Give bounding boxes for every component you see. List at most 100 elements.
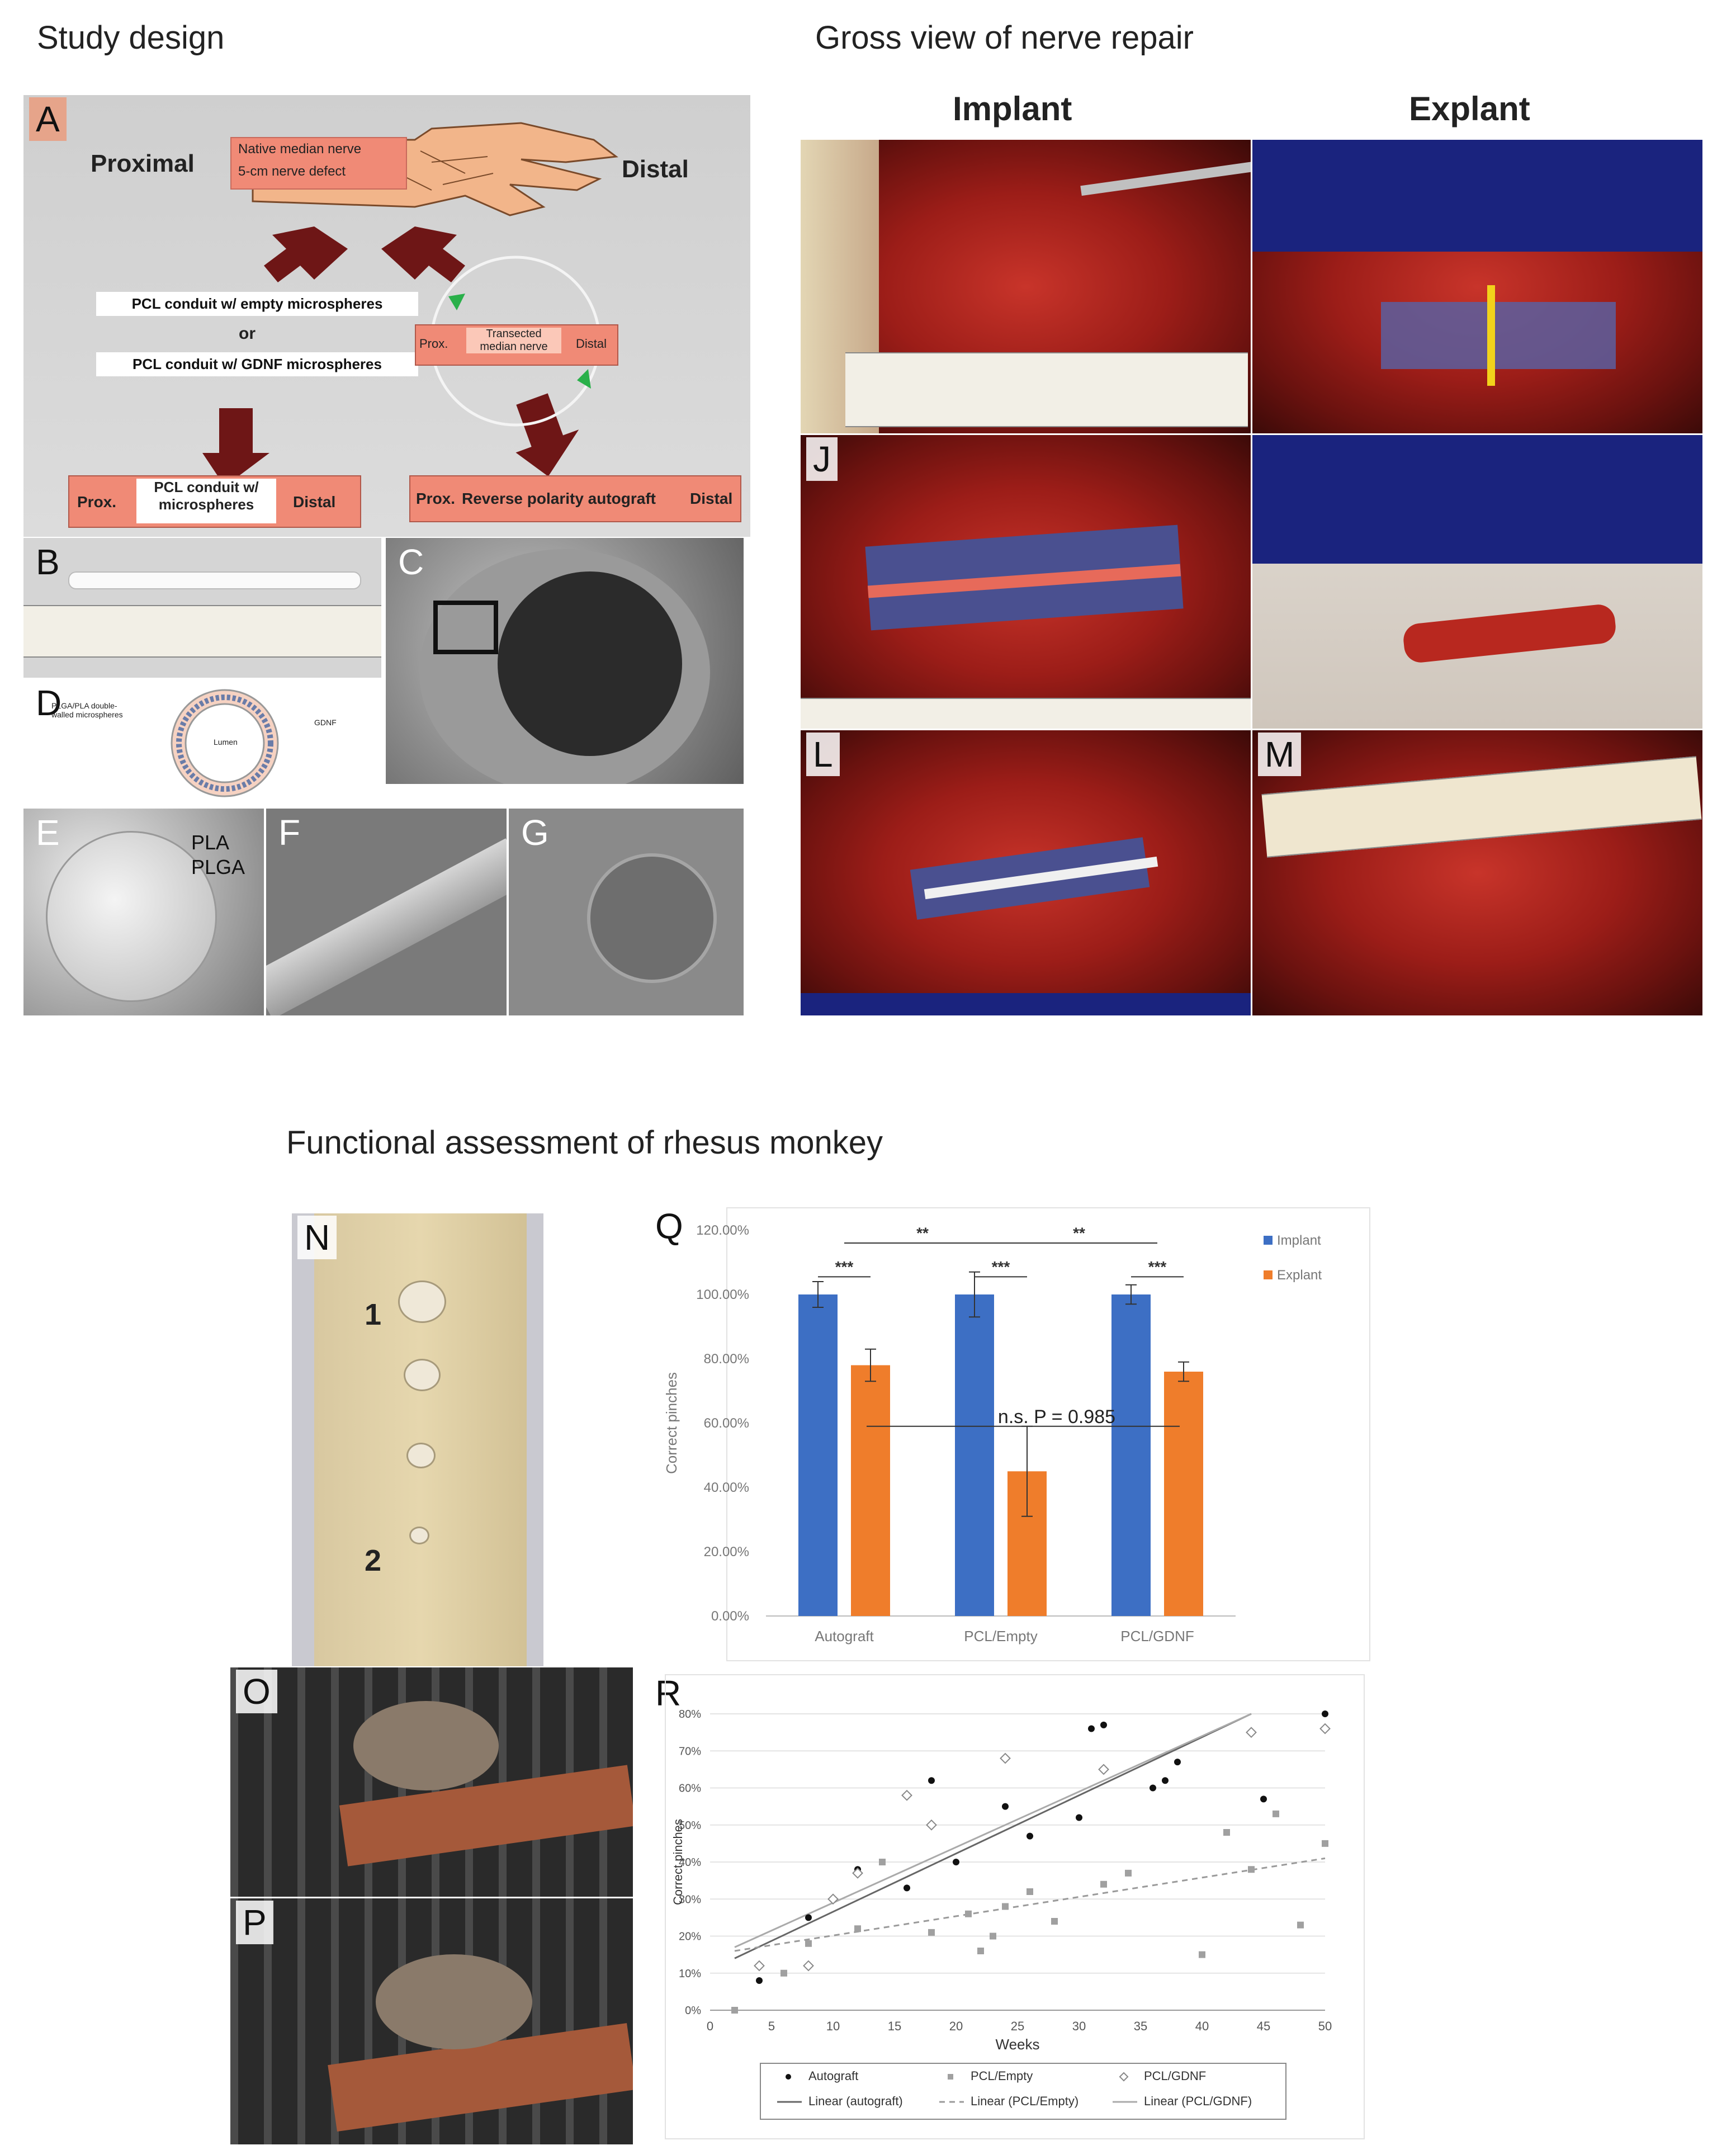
hole-label-2: 2 (365, 1544, 382, 1577)
arrow-result-right (515, 393, 579, 477)
r-ytick-label: 40% (679, 1856, 701, 1869)
q-ytick-label: 60.00% (704, 1416, 749, 1431)
r-xtick-label: 50 (1318, 2019, 1332, 2033)
r-xtick-label: 40 (1195, 2019, 1209, 2033)
q-bar (955, 1294, 994, 1616)
conduit-result-text: PCL conduit w/ microspheres (136, 479, 276, 523)
autograft-result-text: Reverse polarity autograft (462, 490, 656, 507)
q-category-label: PCL/GDNF (1120, 1628, 1194, 1645)
r-ytick-label: 20% (679, 1931, 701, 1943)
panel-h: H (801, 140, 1251, 433)
panel-b: B (23, 538, 381, 678)
ruler-b (23, 605, 381, 658)
r-point-pcl-empty (731, 2007, 738, 2014)
r-point-pcl-empty (977, 1948, 984, 1954)
r-point-autograft (1027, 1832, 1033, 1840)
q-legend-swatch (1264, 1236, 1273, 1245)
r-xtick-label: 35 (1134, 2019, 1147, 2033)
r-point-autograft (1162, 1777, 1169, 1784)
transected-distal: Distal (576, 337, 607, 351)
r-point-autograft (928, 1777, 935, 1784)
panel-label-f: F (278, 812, 301, 853)
conduit-result-distal: Distal (293, 493, 336, 511)
panel-label-p: P (236, 1901, 273, 1944)
q-category-label: PCL/Empty (964, 1628, 1038, 1645)
r-point-pcl-gdnf (827, 1893, 839, 1905)
panel-label-q: Q (655, 1206, 683, 1246)
conduit-result-bar: Prox. PCL conduit w/ microspheres Distal (68, 475, 361, 528)
chart-q-frame (726, 1207, 1370, 1661)
r-point-pcl-empty (1027, 1888, 1033, 1895)
r-point-pcl-gdnf (901, 1789, 912, 1801)
r-xtick-label: 30 (1072, 2019, 1086, 2033)
q-sig-label-between: ** (916, 1224, 929, 1241)
panel-label-n: N (297, 1216, 337, 1259)
chart-r-frame (665, 1674, 1365, 2139)
panel-label-l: L (806, 733, 840, 776)
plga-label: PLGA (191, 856, 245, 878)
panel-o: O (230, 1667, 633, 1897)
ruler-m (1261, 756, 1702, 858)
r-point-autograft (756, 1977, 763, 1984)
r-point-pcl-empty (1125, 1869, 1132, 1877)
r-legend-label: PCL/Empty (971, 2069, 1033, 2083)
r-point-pcl-gdnf (926, 1819, 937, 1831)
autograft-result-bar: Prox. Reverse polarity autograft Distal (409, 475, 741, 522)
arrow-result-left (202, 408, 269, 486)
q-ytick-label: 40.00% (704, 1480, 749, 1495)
panel-n: N 1 2 (292, 1213, 543, 1666)
panel-g: G (509, 809, 744, 1015)
gross-view-title: Gross view of nerve repair (815, 20, 1194, 56)
conduit-tube (68, 571, 361, 589)
conduit-lumen (498, 571, 682, 756)
panel-m: M (1252, 730, 1702, 1015)
panel-q: Q 0.00%20.00%40.00%60.00%80.00%100.00%12… (643, 1202, 1375, 1666)
r-xtick-label: 5 (768, 2019, 775, 2033)
r-legend-marker (786, 2074, 791, 2080)
r-legend-label: Autograft (808, 2069, 858, 2083)
r-xtick-label: 45 (1257, 2019, 1270, 2033)
r-legend-label: PCL/GDNF (1144, 2069, 1206, 2083)
r-trendline (734, 1713, 1252, 1948)
panel-e: E PLA PLGA (23, 809, 264, 1015)
q-ns-label: n.s. P = 0.985 (998, 1406, 1115, 1428)
hole-4 (409, 1527, 429, 1544)
fiber (266, 838, 507, 1015)
transected-text: Transected median nerve (466, 328, 561, 353)
r-trendline (734, 1857, 1326, 1952)
r-legend-label: Linear (PCL/Empty) (971, 2094, 1079, 2108)
explant-head: Explant (1409, 90, 1530, 127)
r-ytick-label: 0% (685, 2005, 701, 2017)
r-ytick-label: 60% (679, 1783, 701, 1795)
r-point-autograft (1076, 1814, 1082, 1821)
microsphere-ring (171, 689, 279, 797)
r-xtick-label: 25 (1011, 2019, 1024, 2033)
flow-arrows (202, 226, 601, 486)
native-nerve-text: Native median nerve (238, 141, 362, 157)
r-point-pcl-empty (965, 1910, 972, 1917)
transected-prox: Prox. (419, 337, 448, 351)
r-legend-marker (948, 2074, 953, 2080)
ruler-h (845, 352, 1248, 427)
r-point-autograft (1150, 1784, 1156, 1792)
hole-label-1: 1 (365, 1298, 382, 1331)
r-point-pcl-empty (1002, 1903, 1009, 1910)
r-ytick-label: 30% (679, 1893, 701, 1906)
r-point-autograft (1002, 1803, 1009, 1810)
gdnf-microspheres-label: PCL conduit w/ GDNF microspheres (96, 352, 418, 376)
r-point-pcl-empty (1248, 1866, 1255, 1873)
panel-label-b: B (36, 542, 60, 582)
q-bar (1164, 1372, 1203, 1616)
r-xtick-label: 20 (949, 2019, 963, 2033)
r-ytick-label: 10% (679, 1968, 701, 1980)
panel-label-d: D (36, 683, 62, 723)
r-legend-label: Linear (autograft) (808, 2094, 903, 2108)
r-point-pcl-empty (1273, 1810, 1279, 1817)
r-point-pcl-empty (1297, 1921, 1304, 1929)
hole-2 (404, 1359, 441, 1391)
r-point-autograft (1260, 1795, 1267, 1803)
q-bar (1111, 1294, 1151, 1616)
r-legend-label: Linear (PCL/GDNF) (1144, 2094, 1252, 2108)
r-xtick-label: 0 (707, 2019, 713, 2033)
r-point-autograft (904, 1884, 910, 1892)
